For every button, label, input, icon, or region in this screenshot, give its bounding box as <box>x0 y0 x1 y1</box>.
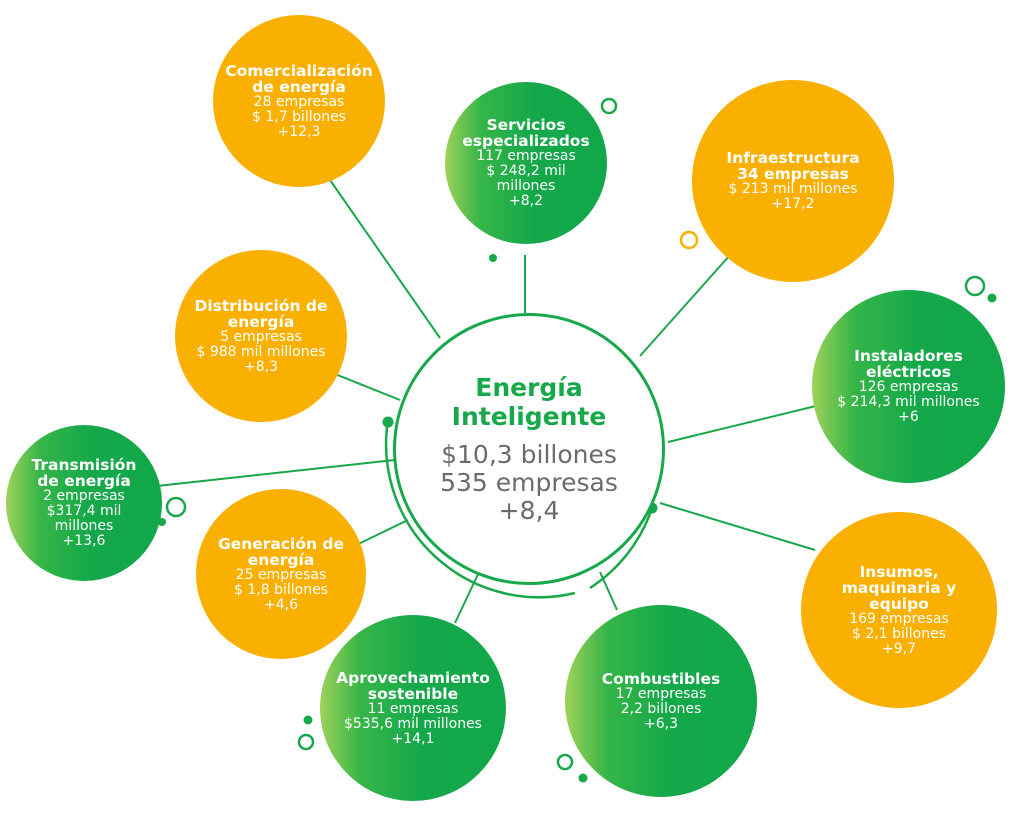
node-companies: 34 empresas <box>737 165 849 183</box>
deco-dot <box>578 773 588 783</box>
center-inner-arc <box>384 419 576 599</box>
node-title: energía <box>227 312 295 331</box>
node-insumos: Insumos, maquinaria y equipo 169 empresa… <box>801 512 997 708</box>
node-companies: 126 empresas <box>858 379 959 395</box>
node-title: Servicios <box>486 116 566 134</box>
deco-dot <box>987 293 997 303</box>
node-companies: 2 empresas <box>43 488 125 504</box>
node-growth: +9,7 <box>882 640 916 657</box>
node-title: Instaladores <box>854 347 963 365</box>
link-distribucion <box>329 371 401 401</box>
center-value: $10,3 billones <box>441 440 617 469</box>
deco-ring <box>964 275 986 297</box>
node-title: maquinaria y <box>841 578 957 597</box>
center-hub: Energía Inteligente $10,3 billones 535 e… <box>393 313 665 585</box>
center-title-line-2: Inteligente <box>451 402 607 431</box>
node-title: Combustibles <box>601 669 721 688</box>
node-comercializacion: Comercialización de energía 28 empresas … <box>213 15 385 187</box>
deco-ring <box>600 97 618 115</box>
node-title: energía <box>247 550 315 569</box>
node-title: de energía <box>37 472 131 490</box>
node-growth: +8,2 <box>509 193 543 209</box>
node-title: sostenible <box>367 684 459 703</box>
center-inner-arc-right <box>589 504 655 590</box>
node-title: Insumos, <box>859 562 939 581</box>
node-instaladores: Instaladores eléctricos 126 empresas $ 2… <box>812 290 1005 483</box>
node-value: $317,4 mil <box>46 503 122 519</box>
node-title: equipo <box>869 594 929 613</box>
node-value: 2,2 billones <box>620 700 702 717</box>
node-title: Aprovechamiento <box>336 668 490 687</box>
node-value: $ 2,1 billones <box>852 625 946 642</box>
link-aprovechamiento <box>454 569 481 624</box>
node-growth: +6 <box>898 409 919 425</box>
node-growth: +17,2 <box>771 196 815 212</box>
node-companies: 25 empresas <box>235 566 327 583</box>
node-aprovechamiento: Aprovechamiento sostenible 11 empresas $… <box>320 615 506 801</box>
node-companies: 169 empresas <box>849 610 949 627</box>
node-title: Infraestructura <box>726 149 860 167</box>
center-title-line-1: Energía <box>475 373 583 402</box>
node-companies: 28 empresas <box>253 93 345 110</box>
node-growth: +13,6 <box>62 533 106 549</box>
node-growth: +4,6 <box>264 596 298 613</box>
node-value: millones <box>496 178 556 194</box>
node-value: $ 213 mil millones <box>728 181 858 197</box>
link-comercializacion <box>329 179 441 339</box>
node-companies: 17 empresas <box>615 685 707 702</box>
link-insumos <box>659 502 816 551</box>
node-infraestructura: Infraestructura 34 empresas $ 213 mil mi… <box>692 80 894 282</box>
node-title: Transmisión <box>31 456 137 474</box>
node-growth: +14,1 <box>391 730 435 747</box>
link-infraestructura <box>639 254 731 357</box>
center-companies: 535 empresas <box>440 468 618 497</box>
node-value: $535,6 mil millones <box>344 715 482 732</box>
node-title: Distribución de <box>194 296 328 315</box>
node-title: Comercialización <box>225 61 373 80</box>
node-growth: +8,3 <box>244 358 278 375</box>
node-servicios: Servicios especializados 117 empresas $ … <box>445 82 607 244</box>
deco-dot <box>489 254 497 262</box>
node-value: $ 988 mil millones <box>196 343 326 360</box>
node-title: Generación de <box>217 534 345 553</box>
node-value: $ 1,7 billones <box>252 108 346 125</box>
node-title: especializados <box>462 132 590 150</box>
link-instaladores <box>667 404 821 443</box>
node-companies: 117 empresas <box>476 148 576 164</box>
node-growth: +12,3 <box>277 123 321 140</box>
deco-dot <box>382 416 394 428</box>
node-companies: 5 empresas <box>220 328 302 345</box>
node-value: $ 248,2 mil <box>486 163 566 179</box>
deco-ring <box>297 733 315 751</box>
link-transmision <box>147 459 396 488</box>
node-growth: +6,3 <box>644 715 678 732</box>
node-combustibles: Combustibles 17 empresas 2,2 billones +6… <box>565 605 757 797</box>
node-generacion: Generación de energía 25 empresas $ 1,8 … <box>196 489 366 659</box>
node-title: eléctricos <box>866 363 951 381</box>
node-distribucion: Distribución de energía 5 empresas $ 988… <box>175 250 347 422</box>
node-value: $ 214,3 mil millones <box>837 394 980 410</box>
node-value: $ 1,8 billones <box>234 581 328 598</box>
node-transmision: Transmisión de energía 2 empresas $317,4… <box>6 425 162 581</box>
center-growth: +8,4 <box>498 496 560 525</box>
deco-dot <box>303 715 313 725</box>
node-companies: 11 empresas <box>367 700 459 717</box>
deco-ring <box>679 230 699 250</box>
node-title: de energía <box>252 77 346 96</box>
deco-ring <box>556 753 574 771</box>
node-value: millones <box>54 518 114 534</box>
deco-ring <box>165 496 187 518</box>
